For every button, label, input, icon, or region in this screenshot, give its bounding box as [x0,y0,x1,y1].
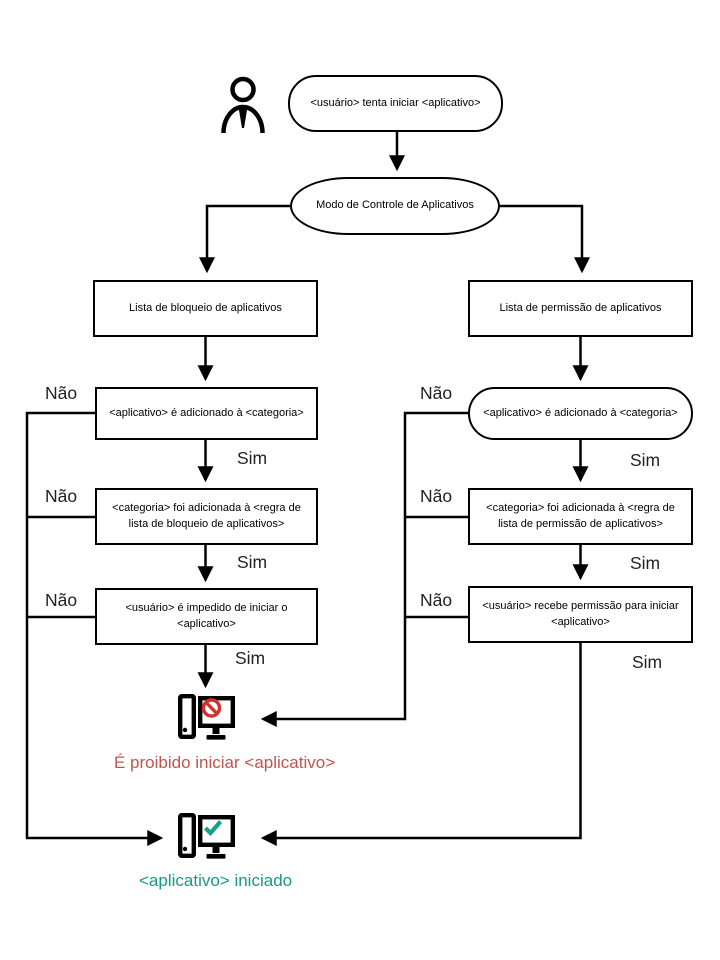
blocked-computer-icon [178,694,235,740]
label-sim-deny-1: Sim [237,448,268,468]
label-nao-deny-1: Não [45,383,78,403]
label-nao-deny-3: Não [45,590,78,610]
node-application-control-mode: Modo de Controle de Aplicativos [290,177,500,235]
label-nao-allow-1: Não [420,383,453,403]
connector-mode-to-allowlist [500,204,591,274]
node-deny-app-in-category: <aplicativo> é adicionado à <categoria> [95,387,318,440]
connector-allow-sim-3-to-started [260,643,582,847]
started-computer-icon [178,813,235,859]
node-deny-category-rule: <categoria> foi adicionada à <regra de l… [95,488,318,545]
node-deny-user-blocked: <usuário> é impedido de iniciar o <aplic… [95,588,318,645]
node-allow-category-rule: <categoria> foi adicionada à <regra de l… [468,488,693,545]
started-outcome-text: <aplicativo> iniciado [139,871,293,890]
node-allow-app-in-category: <aplicativo> é adicionado à <categoria> [468,387,693,440]
label-sim-allow-3: Sim [632,652,663,672]
user-icon [221,76,265,134]
label-sim-allow-1: Sim [630,450,661,470]
connector-allow-nao-rail-to-blocked [260,411,468,728]
connector-mode-to-denylist [198,204,290,274]
node-denylist: Lista de bloqueio de aplicativos [93,280,318,337]
node-allow-user-granted: <usuário> recebe permissão para iniciar … [468,586,693,643]
label-sim-deny-2: Sim [237,552,268,572]
blocked-outcome-text: É proibido iniciar <aplicativo> [114,753,336,772]
label-nao-allow-3: Não [420,590,453,610]
check-icon [204,820,223,837]
label-nao-deny-2: Não [45,486,78,506]
prohibition-icon [201,698,222,718]
label-sim-allow-2: Sim [630,553,661,573]
node-user-starts-app: <usuário> tenta iniciar <aplicativo> [288,75,503,132]
node-allowlist: Lista de permissão de aplicativos [468,280,693,337]
label-nao-allow-2: Não [420,486,453,506]
label-sim-deny-3: Sim [235,648,266,668]
